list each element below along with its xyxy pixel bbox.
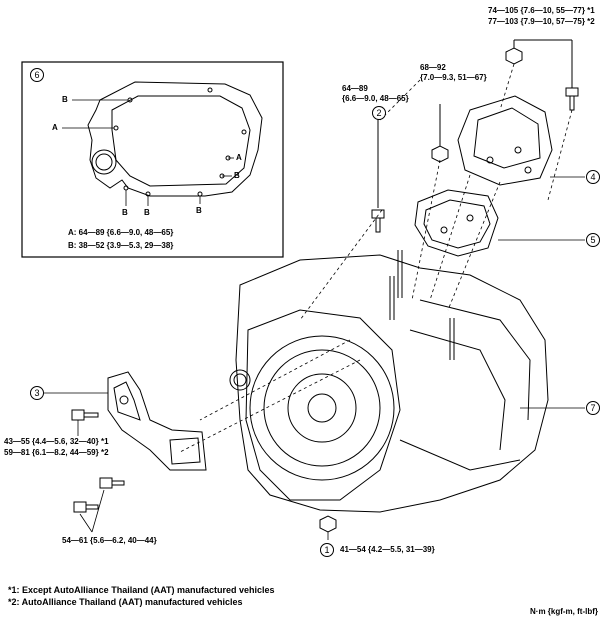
bolt-left-1 xyxy=(71,409,99,421)
inset-housing xyxy=(87,81,263,197)
torque-bolt-64-line1: 64—89 xyxy=(342,84,368,93)
torque-left-2: 59—81 {6.1—8.2, 44—59} *2 xyxy=(4,448,109,457)
callout-6: 6 xyxy=(30,68,44,82)
inset-torque-a: A: 64—89 {6.6—9.0, 48—65} xyxy=(68,228,174,237)
footnote-2: *2: AutoAlliance Thailand (AAT) manufact… xyxy=(8,597,243,607)
torque-nut-68-line2: {7.0—9.3, 51—67} xyxy=(420,73,487,82)
mount-3-foot xyxy=(169,437,201,465)
torque-top-right-2: 77—103 {7.9—10, 57—75} *2 xyxy=(488,17,595,26)
inset-housing-inner xyxy=(111,95,251,187)
bolt-top-right xyxy=(565,87,579,111)
transaxle-body xyxy=(235,254,549,513)
callout-1: 1 xyxy=(320,543,334,557)
mount-3 xyxy=(107,371,207,471)
callout-3: 3 xyxy=(30,386,44,400)
inset-letter-b-4: B xyxy=(144,208,150,217)
torque-bottom-center: 41—54 {4.2—5.5, 31—39} xyxy=(340,545,435,554)
torque-nut-68-line1: 68—92 xyxy=(420,63,446,72)
units-label: N·m {kgf-m, ft-lbf} xyxy=(530,607,598,616)
callout-4: 4 xyxy=(586,170,600,184)
torque-bottom-left: 54—61 {5.6—6.2, 40—44} xyxy=(62,536,157,545)
inset-letter-b-5: B xyxy=(122,208,128,217)
inset-letter-b-1: B xyxy=(62,95,68,104)
nut-top xyxy=(505,47,523,65)
inset-letter-a-2: A xyxy=(236,153,242,162)
callout-5: 5 xyxy=(586,233,600,247)
bolt-left-3 xyxy=(73,501,99,513)
nut-68 xyxy=(431,145,449,163)
torque-bolt-64-line2: {6.6—9.0, 48—65} xyxy=(342,94,409,103)
inset-leaders xyxy=(62,99,234,206)
inset-letter-a-1: A xyxy=(52,123,58,132)
inset-letter-b-3: B xyxy=(196,206,202,215)
mount-bracket-5 xyxy=(414,189,499,257)
bolt-left-2 xyxy=(99,477,125,489)
inset-torque-b: B: 38—52 {3.9—5.3, 29—38} xyxy=(68,241,174,250)
torque-top-right-1: 74—105 {7.6—10, 55—77} *1 xyxy=(488,6,595,15)
inset-letter-b-2: B xyxy=(234,171,240,180)
torque-left-1: 43—55 {4.4—5.6, 32—40} *1 xyxy=(4,437,109,446)
footnote-1: *1: Except AutoAlliance Thailand (AAT) m… xyxy=(8,585,275,595)
inset-frame xyxy=(21,61,284,258)
nut-1 xyxy=(319,515,337,533)
converter-face xyxy=(249,335,395,481)
inset-bore xyxy=(91,149,117,175)
converter-housing xyxy=(245,309,401,501)
callout-7: 7 xyxy=(586,401,600,415)
studs xyxy=(389,250,455,360)
bolt-2 xyxy=(371,209,385,233)
callout-2: 2 xyxy=(372,106,386,120)
inset-bolt-holes xyxy=(113,87,247,197)
mount-bracket-4 xyxy=(457,95,553,186)
